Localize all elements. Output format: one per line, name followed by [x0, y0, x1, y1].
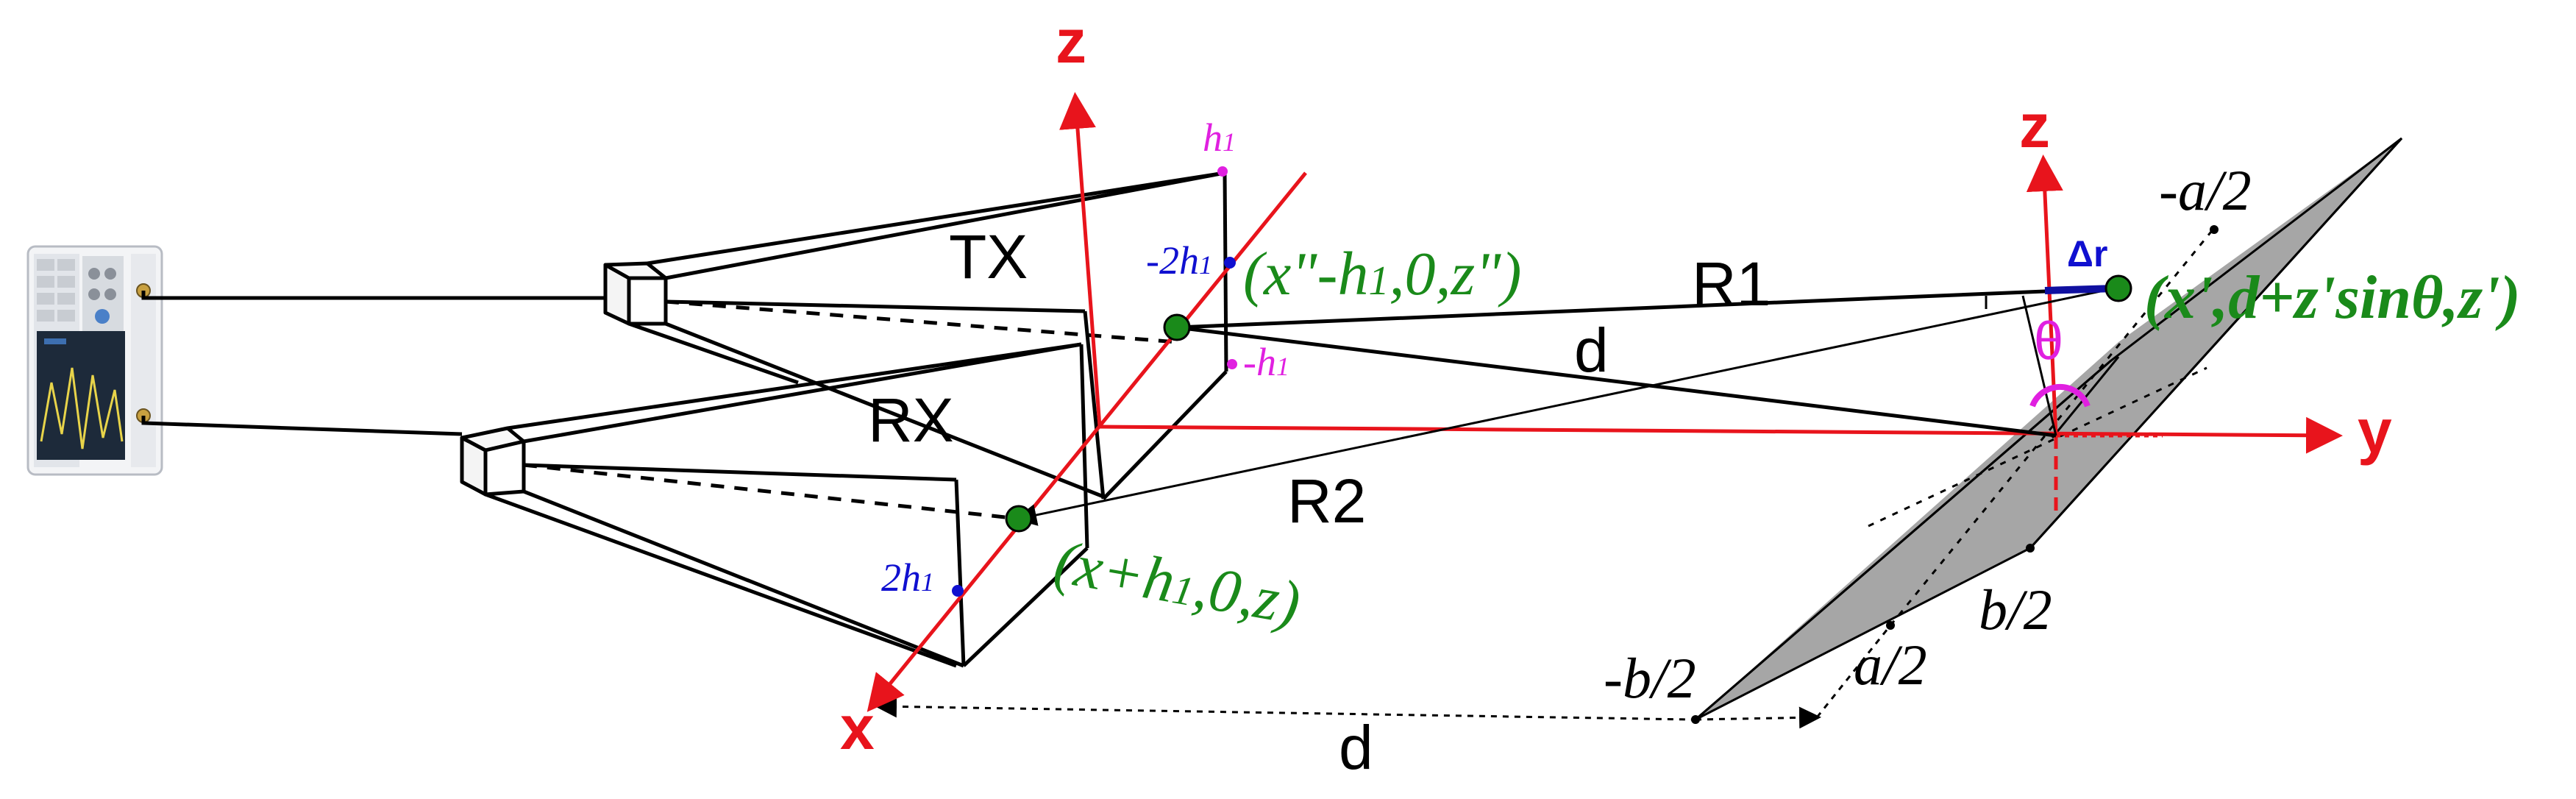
- y-axis-label: y: [2358, 397, 2392, 466]
- rx-cable: [141, 416, 463, 436]
- tx-phase-center-dot: [1163, 313, 1191, 341]
- rx-phase-center-dot: [1005, 505, 1033, 533]
- minus-2h1-mark: -2h1: [1146, 238, 1212, 283]
- network-analyzer-icon: [26, 245, 163, 476]
- b-half-mark: b/2: [1979, 578, 2052, 642]
- minus-h1-mark: -h1: [1243, 340, 1289, 384]
- h1-dot: [1217, 166, 1228, 177]
- two-h1-dot: [952, 585, 964, 597]
- tx-point-coordinate: (x"-h1,0,z"): [1243, 240, 1521, 308]
- d-center-label: d: [1574, 316, 1609, 385]
- a-half-mark: a/2: [1854, 633, 1927, 697]
- x-axis-label: x: [840, 693, 875, 762]
- bottom-distance-arrow: [875, 695, 1693, 721]
- h1-mark: h1: [1203, 116, 1236, 160]
- r1-label: R1: [1692, 249, 1771, 319]
- minus-2h1-dot: [1224, 257, 1236, 269]
- tx-cable: [141, 291, 605, 300]
- theta-label: θ: [2034, 312, 2063, 371]
- tx-horn-antenna: [603, 171, 1228, 500]
- delta-r-arrow: [2044, 285, 2116, 294]
- target-plate: [1691, 137, 2403, 724]
- target-point-coordinate: (x',d+z'sinθ,z'): [2144, 263, 2521, 332]
- two-h1-mark: 2h1: [881, 555, 934, 600]
- rx-label: RX: [868, 386, 954, 455]
- range-lines: [1014, 286, 2116, 526]
- minus-a-half-mark: -a/2: [2159, 158, 2252, 222]
- rx-point-coordinate: (x+h1,0,z): [1050, 528, 1306, 638]
- delta-r-label: Δr: [2067, 233, 2107, 274]
- target-z-axis-label: z: [2019, 91, 2050, 160]
- z-axis-label: z: [1056, 7, 1086, 76]
- minus-b-half-mark: -b/2: [1604, 646, 1696, 710]
- r2-label: R2: [1287, 466, 1366, 536]
- rx-horn-antenna: [460, 342, 1089, 668]
- bottom-distance-label: d: [1339, 713, 1373, 782]
- theta-arc-icon: [2029, 384, 2091, 408]
- minus-h1-dot: [1227, 359, 1237, 369]
- tx-label: TX: [949, 222, 1028, 291]
- target-point-dot: [2104, 274, 2132, 302]
